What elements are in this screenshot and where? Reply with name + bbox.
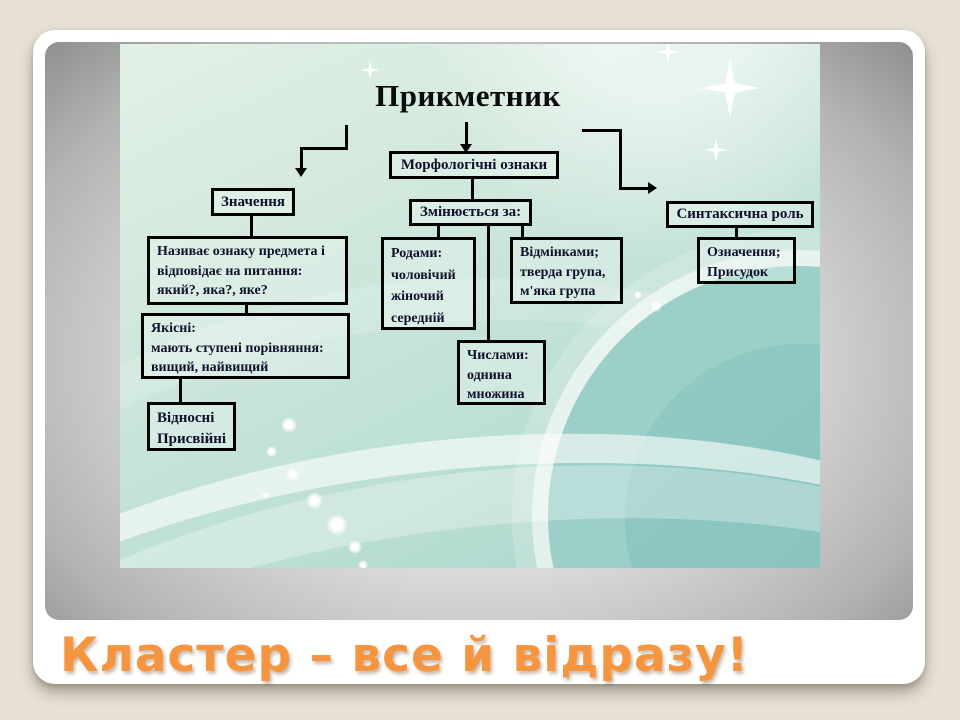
connector-line — [521, 225, 524, 238]
slide-title: Прикметник — [375, 78, 561, 113]
node-genders: Родами: чоловічий жіночий середній — [381, 237, 476, 330]
bubble-decoration — [306, 492, 323, 509]
sparkle-icon — [360, 60, 380, 80]
node-numbers: Числами: однина множина — [457, 340, 546, 405]
arrowhead-icon — [648, 182, 657, 194]
bubble-decoration — [286, 468, 299, 481]
bubble-decoration — [262, 492, 269, 499]
connector-line — [582, 129, 622, 132]
connector-line — [345, 125, 348, 150]
connector-line — [437, 225, 440, 238]
bubble-decoration — [650, 300, 662, 312]
connector-line — [487, 225, 490, 341]
connector-line — [471, 178, 474, 201]
caption-title: Кластер – все й відразу! — [60, 628, 750, 683]
node-cases: Відмінками; тверда група, м'яка група — [510, 237, 623, 304]
slide-frame: Прикметник Морфологічні ознаки Значення … — [45, 42, 913, 620]
node-meaning-description: Називає ознаку предмета і відповідає на … — [147, 236, 348, 305]
arrowhead-icon — [460, 144, 472, 153]
connector-line — [465, 122, 468, 144]
connector-line — [300, 147, 348, 150]
sparkle-icon — [704, 138, 728, 162]
arrowhead-icon — [295, 168, 307, 177]
sparkle-icon — [700, 58, 760, 118]
connector-line — [245, 303, 248, 314]
bubble-decoration — [634, 291, 642, 299]
node-changes-by: Змінюється за: — [409, 199, 532, 226]
sparkle-icon — [656, 44, 680, 64]
node-morphology: Морфологічні ознаки — [389, 151, 559, 179]
node-meaning: Значення — [211, 188, 295, 216]
connector-line — [250, 214, 253, 238]
slide-card: Прикметник Морфологічні ознаки Значення … — [33, 30, 925, 684]
node-relative-possessive: Відносні Присвійні — [147, 402, 236, 451]
node-syntactic-role: Синтаксична роль — [666, 201, 814, 228]
node-qualitative: Якісні: мають ступені порівняння: вищий,… — [141, 313, 350, 379]
bubble-decoration — [348, 540, 362, 554]
connector-line — [619, 187, 649, 190]
connector-line — [735, 227, 738, 239]
connector-line — [179, 377, 182, 404]
slide-image: Прикметник Морфологічні ознаки Значення … — [120, 44, 820, 568]
bubble-decoration — [358, 560, 368, 568]
bubble-decoration — [326, 514, 348, 536]
connector-line — [619, 129, 622, 190]
node-role-values: Означення; Присудок — [697, 237, 796, 284]
bubble-decoration — [266, 446, 277, 457]
bubble-decoration — [281, 417, 297, 433]
connector-line — [300, 147, 303, 168]
